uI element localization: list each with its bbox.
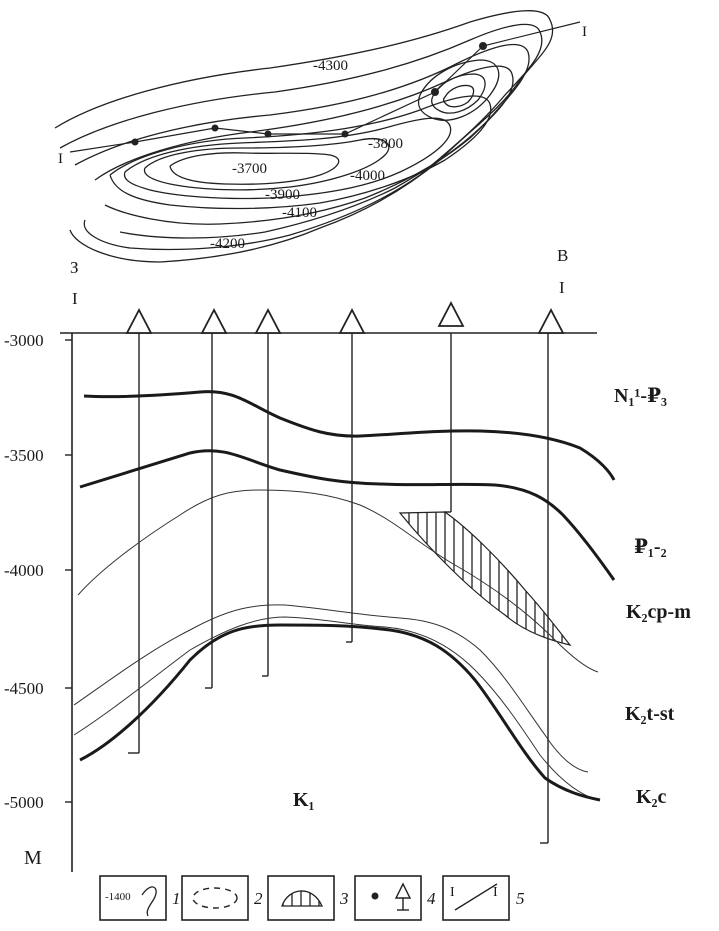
legend-dashed-outline-symbol — [192, 887, 238, 909]
well-symbol-3 — [254, 308, 282, 334]
map-profile-end-left: I — [58, 151, 63, 167]
strat-label-p12: ₽₁-₂ — [634, 536, 667, 558]
legend-number-3: 3 — [339, 889, 349, 908]
horizon-k2tst-top — [73, 604, 589, 773]
legend-box-4 — [354, 875, 422, 921]
contour-outer-3 — [74, 43, 530, 239]
cross-section: З I В I -3000 -3500 -4000 -4500 -5000 М — [4, 246, 691, 872]
depth-label-3000: -3000 — [4, 331, 44, 350]
horizon-n1p3-top — [83, 390, 616, 481]
east-marker: В — [557, 246, 568, 265]
map-well-1 — [131, 138, 139, 146]
contour-label-4100: -4100 — [282, 205, 317, 221]
map-well-4 — [341, 130, 349, 138]
depth-label-3500: -3500 — [4, 446, 44, 465]
depth-label-4500: -4500 — [4, 679, 44, 698]
depth-label-4000: -4000 — [4, 561, 44, 580]
legend-box-5-left: I — [450, 885, 455, 900]
legend-number-5: 5 — [516, 889, 525, 908]
well-symbol-5 — [437, 301, 465, 327]
contour-label-4200: -4200 — [210, 236, 245, 252]
map-well-6 — [479, 42, 487, 50]
strat-label-k2cpm: K₂cp-m — [626, 601, 691, 623]
well-symbol-4 — [338, 308, 366, 334]
map-well-2 — [211, 124, 219, 132]
legend-box-5-right: I — [493, 885, 498, 900]
strat-label-k2tst: K₂t-st — [625, 703, 675, 725]
contour-east-dome-2 — [431, 73, 486, 114]
hatched-zone — [398, 511, 572, 646]
contour-outer-2 — [59, 23, 543, 251]
depth-unit: М — [24, 847, 42, 869]
contour-4100 — [94, 65, 514, 225]
legend-number-4: 4 — [427, 889, 436, 908]
legend-profile-symbol — [454, 883, 498, 911]
strat-label-k1: K₁ — [293, 789, 315, 811]
contour-label-3700: -3700 — [232, 161, 267, 177]
map-well-3 — [264, 130, 272, 138]
contour-label-4000: -4000 — [350, 168, 385, 184]
contour-label-4300: -4300 — [313, 58, 348, 74]
horizon-k1-top — [79, 623, 601, 802]
well-symbol-6 — [537, 308, 565, 334]
well-symbol-2 — [200, 308, 228, 334]
contour-east-dome-1 — [417, 59, 500, 121]
contour-3700 — [169, 152, 340, 185]
west-marker: З — [70, 258, 79, 277]
contour-label-3800: -3800 — [368, 136, 403, 152]
well-symbol-1 — [125, 308, 153, 334]
legend: -1400 1 2 3 4 I I 5 — [99, 875, 525, 921]
strat-label-n1p3: N₁¹-₽₃ — [614, 385, 667, 407]
legend-contour-symbol — [141, 886, 157, 917]
contour-outer-1 — [54, 10, 554, 263]
legend-number-1: 1 — [172, 889, 181, 908]
legend-box-5 — [442, 875, 510, 921]
map-well-5 — [431, 88, 439, 96]
profile-line-map — [69, 21, 581, 153]
legend-box-1-value: -1400 — [105, 891, 131, 903]
contour-east-dome-3 — [442, 84, 475, 108]
horizon-p12-top — [79, 449, 616, 581]
legend-box-2 — [181, 875, 249, 921]
horizon-k2cpm-top — [77, 489, 599, 673]
west-profile-label: I — [72, 289, 78, 308]
contour-3900 — [123, 117, 452, 200]
legend-hatch-symbol — [281, 890, 324, 907]
depth-label-5000: -5000 — [4, 793, 44, 812]
contour-4000 — [109, 95, 492, 210]
structure-map: I I -4300 -3700 -3800 -3900 -4000 -4100 … — [54, 10, 587, 263]
contour-3800 — [143, 138, 390, 191]
contour-label-3900: -3900 — [265, 187, 300, 203]
map-profile-end-right: I — [582, 24, 587, 40]
legend-number-2: 2 — [254, 889, 263, 908]
east-profile-label: I — [559, 278, 565, 297]
legend-well-dot-symbol — [371, 892, 379, 900]
horizon-k2c-top — [73, 616, 599, 801]
strat-label-k2c: K₂c — [636, 786, 667, 808]
